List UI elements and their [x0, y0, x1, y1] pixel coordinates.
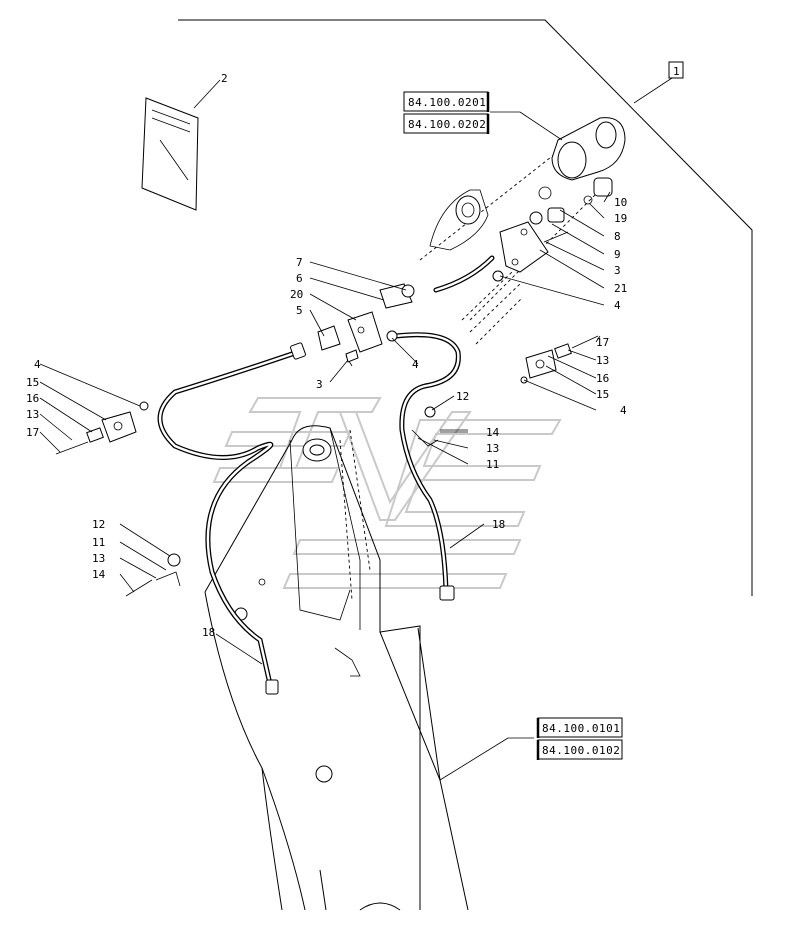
callout-label[interactable]: 12	[92, 518, 105, 531]
callout-label[interactable]: 10	[614, 196, 627, 209]
callout-label[interactable]: 13	[596, 354, 609, 367]
callout-label[interactable]: 16	[26, 392, 39, 405]
callout-label[interactable]: 12	[456, 390, 469, 403]
callout-label[interactable]: 6	[296, 272, 303, 285]
callout-label[interactable]: 4	[412, 358, 419, 371]
manual-booklet	[141, 97, 199, 211]
callout-label[interactable]: 3	[614, 264, 621, 277]
callout-label[interactable]: 20	[290, 288, 303, 301]
callout-label[interactable]: 15	[596, 388, 609, 401]
ref-box-bottom-2[interactable]: 84.100.0102	[536, 739, 623, 760]
callout-label[interactable]: 15	[26, 376, 39, 389]
callout-label[interactable]: 13	[26, 408, 39, 421]
hydraulic-hoses	[157, 255, 495, 695]
callout-1-box	[668, 61, 684, 79]
callout-label[interactable]: 8	[614, 230, 621, 243]
callout-label[interactable]: 9	[614, 248, 621, 261]
callout-label[interactable]: 18	[492, 518, 505, 531]
callout-label[interactable]: 4	[614, 299, 621, 312]
callout-label[interactable]: 3	[316, 378, 323, 391]
ref-box-bottom-1[interactable]: 84.100.0101	[536, 717, 623, 738]
ref-top-1-text: 84.100.0201	[408, 96, 486, 109]
callout-label[interactable]: 16	[596, 372, 609, 385]
ref-bottom-2-text: 84.100.0102	[542, 744, 620, 757]
callout-label[interactable]: 4	[34, 358, 41, 371]
callout-label[interactable]: 13	[486, 442, 499, 455]
callout-label[interactable]: 11	[92, 536, 105, 549]
callout-labels: 2 1 10 19 8 9 3 21 4 7 6 20 5 4 3 17 13 …	[26, 61, 684, 639]
callout-label[interactable]: 14	[92, 568, 106, 581]
leader-lines	[39, 79, 611, 781]
ref-box-top-2[interactable]: 84.100.0202	[403, 113, 490, 134]
leader-1	[633, 77, 673, 104]
callout-label[interactable]: 5	[296, 304, 303, 317]
callout-label[interactable]: 4	[620, 404, 627, 417]
callout-label[interactable]: 17	[596, 336, 609, 349]
callout-label[interactable]: 19	[614, 212, 627, 225]
ref-box-top-1[interactable]: 84.100.0201	[403, 91, 490, 112]
callout-label[interactable]: 18	[202, 626, 215, 639]
callout-label[interactable]: 17	[26, 426, 39, 439]
callout-label[interactable]: 14	[486, 426, 500, 439]
callout-label[interactable]: 7	[296, 256, 303, 269]
assembly-boundary-line	[178, 19, 753, 596]
callout-label[interactable]: 13	[92, 552, 105, 565]
lift-cylinder	[419, 117, 626, 345]
watermark-logo	[212, 397, 562, 589]
callout-label[interactable]: 2	[221, 72, 228, 85]
callout-label[interactable]: 21	[614, 282, 627, 295]
fittings	[55, 177, 613, 597]
ref-top-2-text: 84.100.0202	[408, 118, 486, 131]
callout-label[interactable]: 1	[673, 65, 680, 78]
ref-bottom-1-text: 84.100.0101	[542, 722, 620, 735]
callout-label[interactable]: 11	[486, 458, 499, 471]
